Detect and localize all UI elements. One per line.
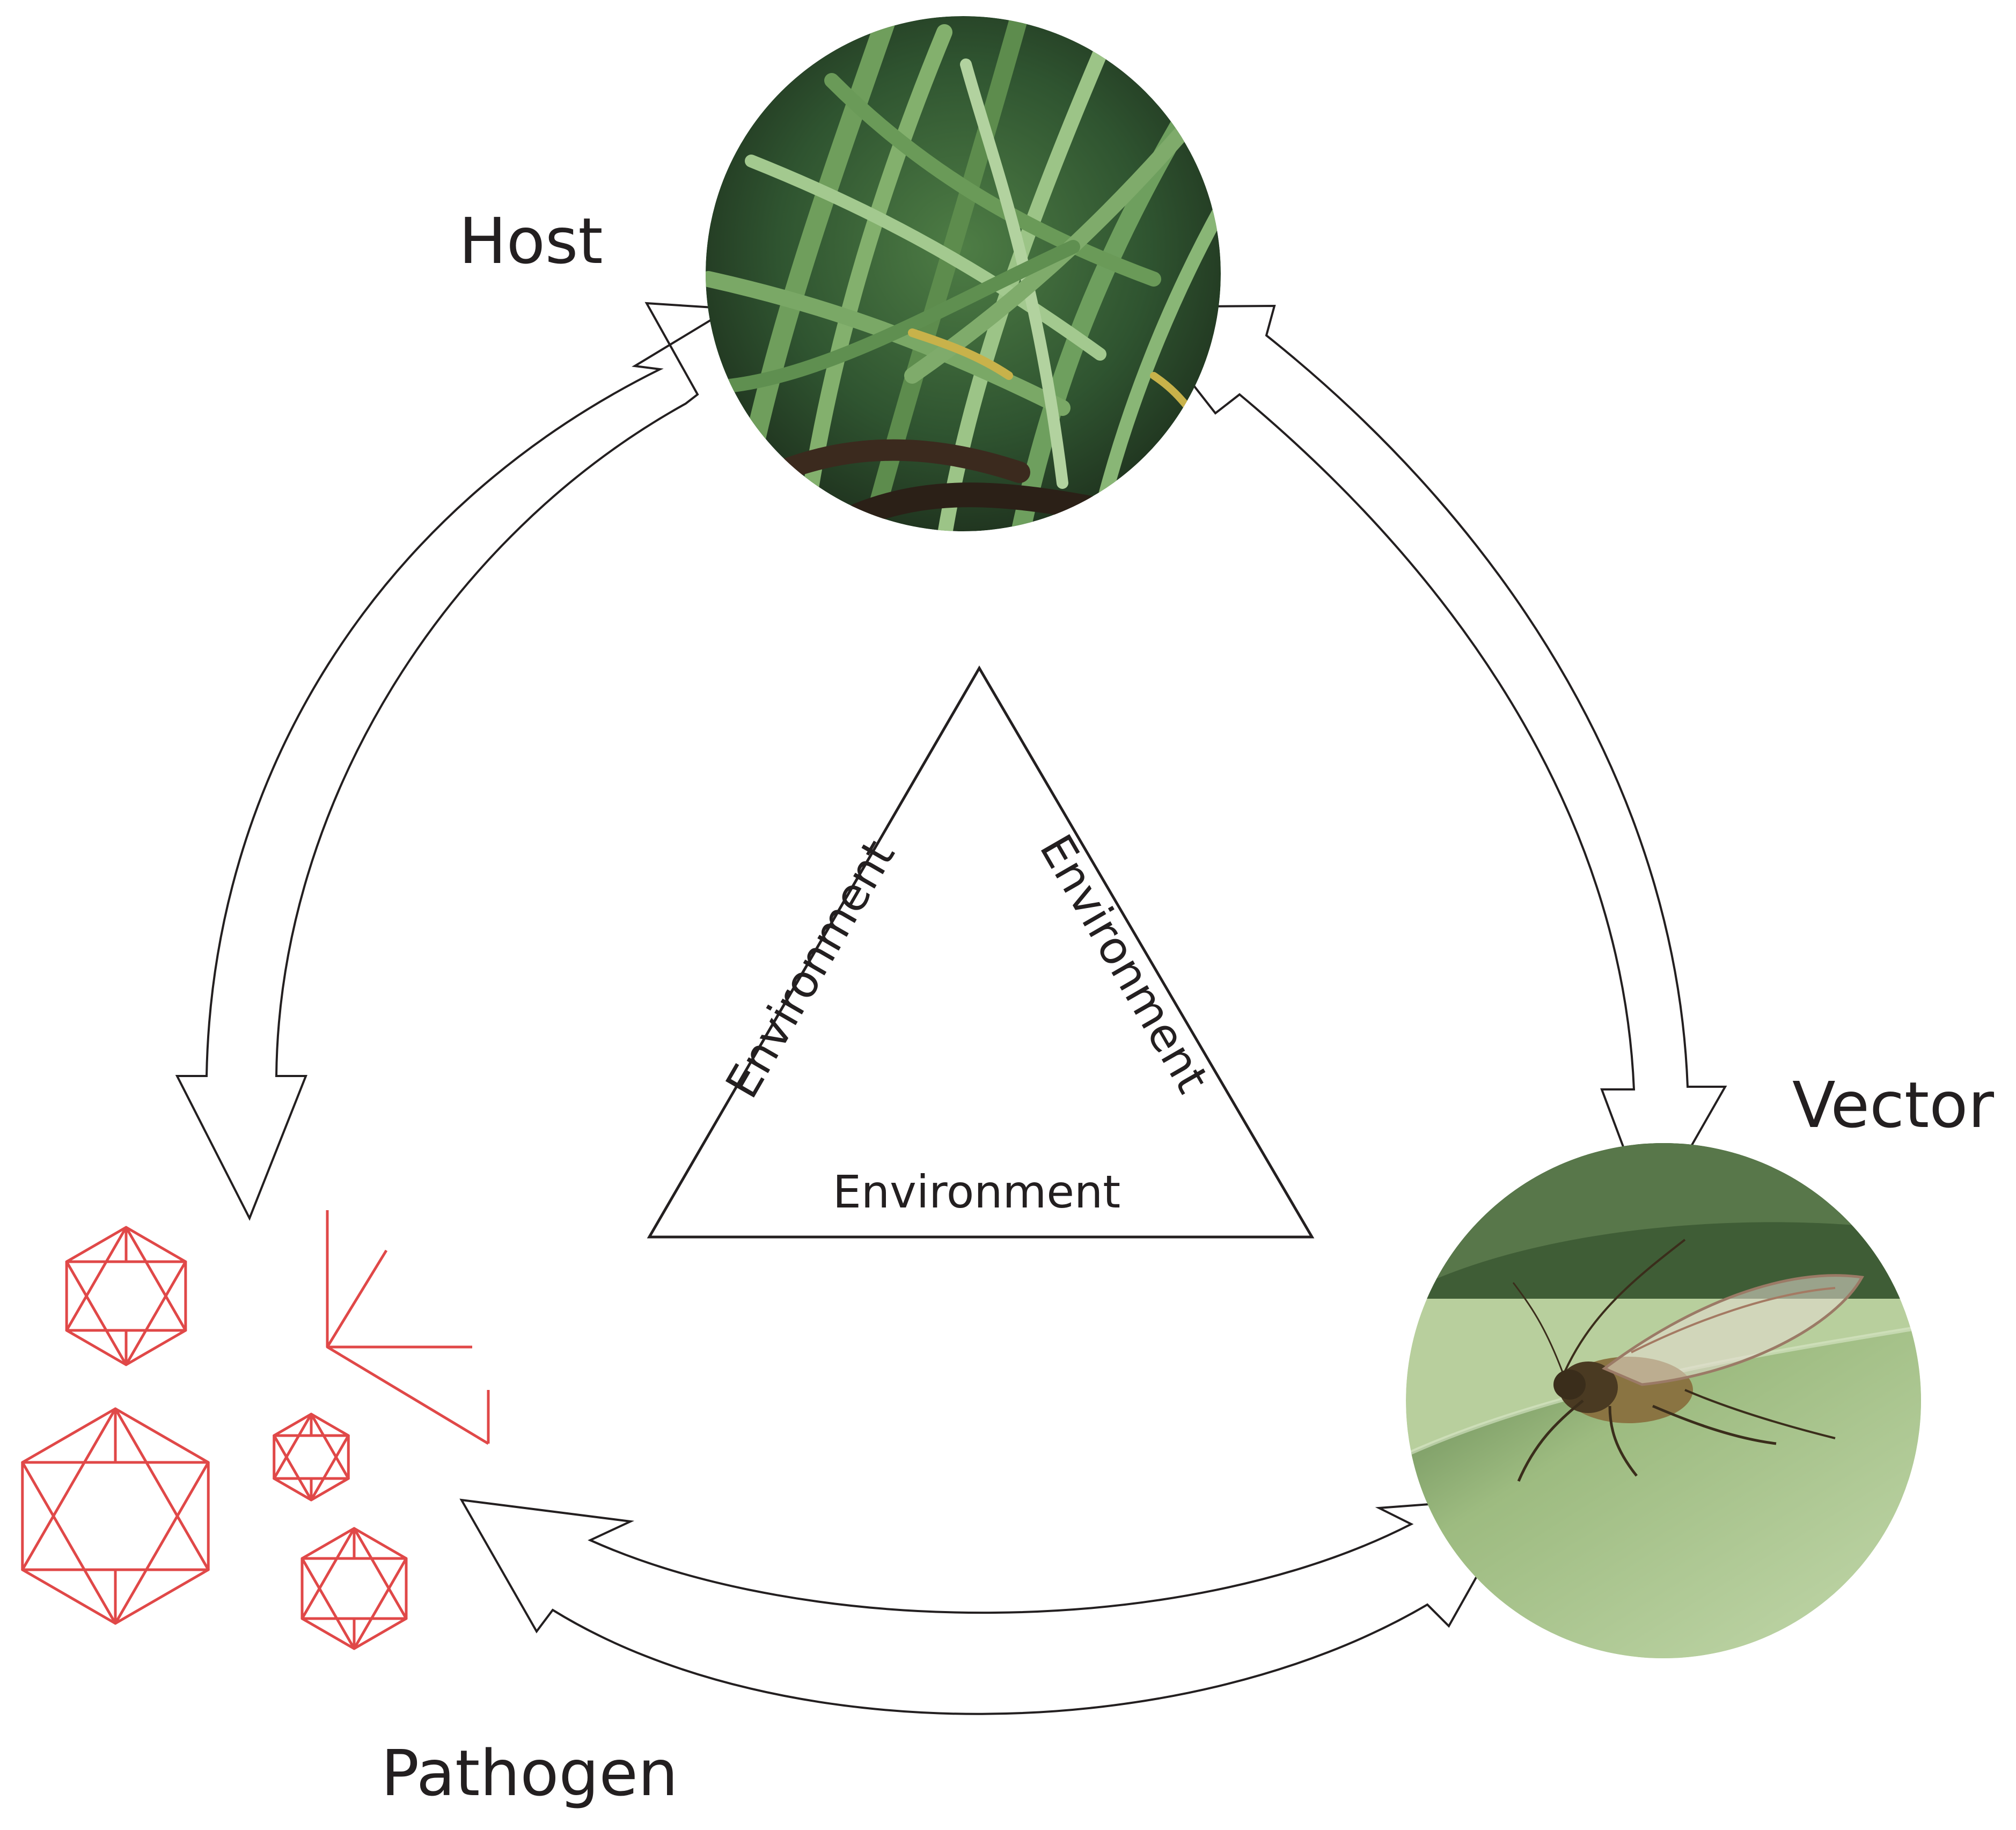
virus-capsid-icon — [21, 1407, 210, 1625]
aphid-icon — [1512, 1239, 1864, 1482]
pathogen-virus-icons — [21, 1226, 408, 1650]
vector-label: Vector — [1792, 1068, 1994, 1142]
virus-capsid-icon — [300, 1527, 408, 1650]
host-label: Host — [459, 204, 603, 278]
vector-photo — [1406, 1143, 1921, 1658]
host-vector-arrow — [1130, 304, 1727, 1221]
virus-capsid-icon — [65, 1226, 187, 1366]
pathogen-vector-arrow — [459, 1496, 1523, 1715]
broken-capsid-icon — [326, 1210, 490, 1445]
host-photo — [706, 16, 1221, 531]
environment-triangle — [647, 665, 1315, 1239]
virus-capsid-icon — [273, 1412, 350, 1502]
pathogen-label: Pathogen — [381, 1736, 678, 1810]
host-pathogen-arrow — [175, 302, 734, 1221]
environment-label-bottom: Environment — [833, 1166, 1120, 1218]
